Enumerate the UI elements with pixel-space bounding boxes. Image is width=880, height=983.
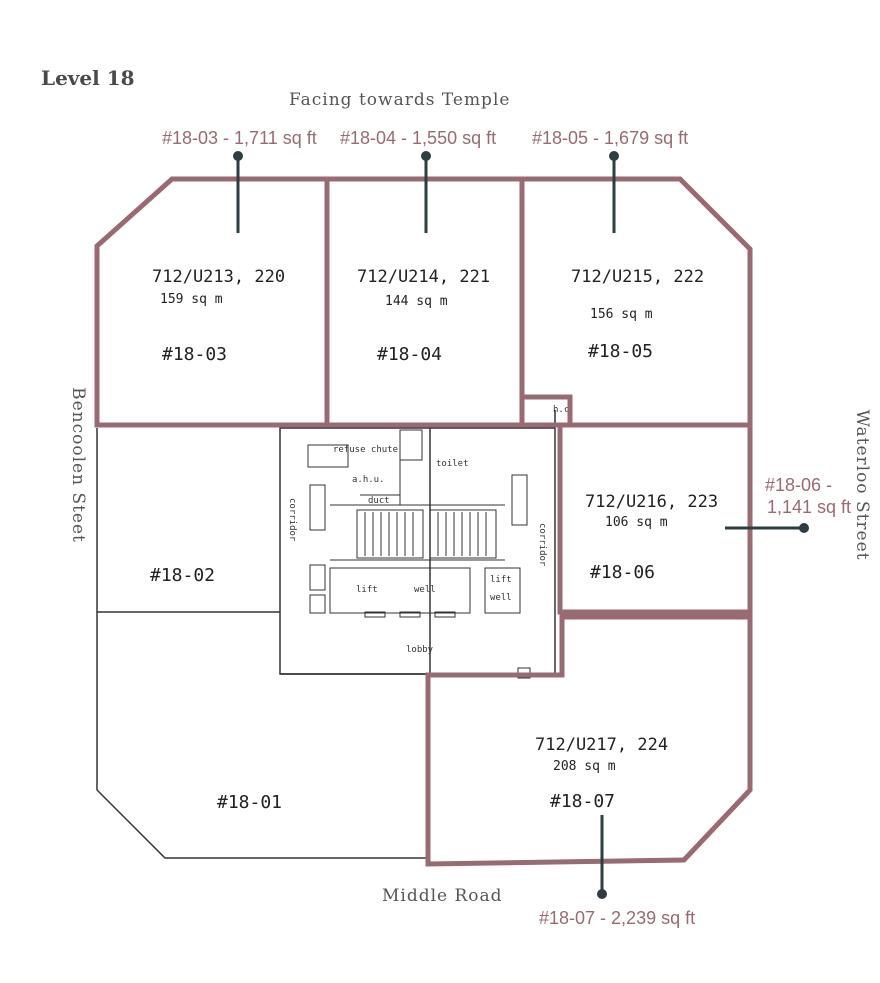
duct-label: duct bbox=[368, 496, 390, 506]
unit-18-07-lot: 712/U217, 224 bbox=[535, 735, 668, 755]
callout-unit-18-06-line2: 1,141 sq ft bbox=[767, 497, 852, 517]
unit-18-04-area: 144 sq m bbox=[385, 294, 448, 309]
street-label-top: Facing towards Temple bbox=[289, 90, 511, 110]
well-label-2: well bbox=[490, 593, 512, 603]
unit-18-02-id: #18-02 bbox=[150, 565, 215, 586]
unit-18-04-id: #18-04 bbox=[377, 344, 442, 365]
unit-18-05-area: 156 sq m bbox=[590, 307, 653, 322]
street-label-bottom: Middle Road bbox=[382, 886, 503, 906]
unit-18-07-area: 208 sq m bbox=[553, 759, 616, 774]
callout-unit-18-03: #18-03 - 1,711 sq ft bbox=[162, 128, 317, 148]
lift-label-2: lift bbox=[490, 575, 512, 585]
hc-label: h.c bbox=[553, 405, 569, 415]
well-label-1: well bbox=[414, 585, 436, 595]
unit-boundaries bbox=[94, 176, 753, 867]
callout-unit-18-06-line1: #18-06 - bbox=[765, 475, 833, 495]
unit-18-06-outline bbox=[557, 422, 753, 615]
core-details bbox=[307, 429, 531, 679]
leader-dot-18-05 bbox=[609, 151, 619, 161]
lobby-label: lobby bbox=[406, 645, 434, 655]
unit-18-05-lot: 712/U215, 222 bbox=[571, 267, 704, 287]
unit-18-04-lot: 712/U214, 221 bbox=[357, 267, 490, 287]
unit-18-06-area: 106 sq m bbox=[605, 515, 668, 530]
unit-18-03-area: 159 sq m bbox=[160, 292, 223, 307]
unit-18-06-lot: 712/U216, 223 bbox=[585, 492, 718, 512]
unit-18-03-outline bbox=[94, 176, 330, 428]
leader-dot-18-07 bbox=[597, 889, 607, 899]
unit-18-05-id: #18-05 bbox=[588, 341, 653, 362]
unit-18-03-id: #18-03 bbox=[162, 344, 227, 365]
refuse-chute-label: refuse chute bbox=[333, 445, 398, 455]
callout-unit-18-05: #18-05 - 1,679 sq ft bbox=[532, 128, 689, 148]
callout-unit-18-04: #18-04 - 1,550 sq ft bbox=[340, 128, 497, 148]
unit-18-03-lot: 712/U213, 220 bbox=[152, 267, 285, 287]
callout-unit-18-07: #18-07 - 2,239 sq ft bbox=[539, 908, 696, 928]
lift-label-1: lift bbox=[356, 585, 378, 595]
unit-18-06-id: #18-06 bbox=[590, 562, 655, 583]
hc-notch-outline bbox=[522, 394, 573, 425]
unit-18-01-id: #18-01 bbox=[217, 792, 282, 813]
callout-leaders bbox=[233, 151, 809, 899]
corridor-label-right: corridor bbox=[537, 523, 547, 567]
ahu-label: a.h.u. bbox=[352, 475, 385, 485]
leader-dot-18-03 bbox=[233, 151, 243, 161]
leader-dot-18-04 bbox=[421, 151, 431, 161]
unit-18-07-outline bbox=[425, 614, 753, 867]
plan-outline bbox=[96, 410, 556, 859]
toilet-label: toilet bbox=[436, 459, 469, 469]
corridor-label-left: corridor bbox=[287, 498, 297, 542]
leader-dot-18-06 bbox=[799, 523, 809, 533]
unit-18-05-outline bbox=[172, 176, 753, 428]
unit-18-07-id: #18-07 bbox=[550, 791, 615, 812]
page-title: Level 18 bbox=[41, 66, 135, 90]
